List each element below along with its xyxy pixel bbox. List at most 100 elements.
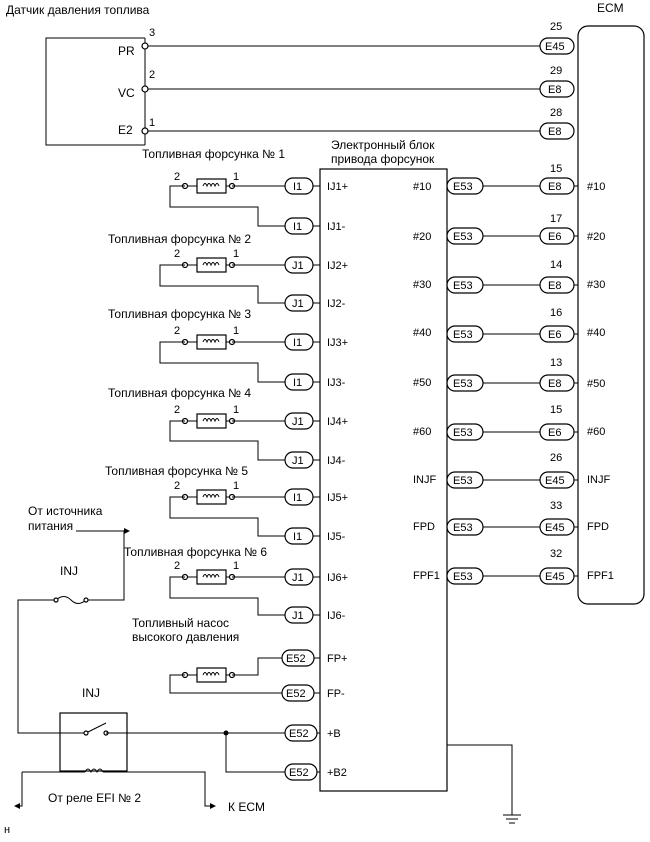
edu-ecm-signal-row: #60 E53 15 E6 #60: [413, 404, 605, 441]
injector-pin: 1: [233, 480, 239, 492]
edu-pin: INJF: [413, 474, 437, 486]
injector-title: Топливная форсунка № 1: [142, 147, 285, 161]
edu-pin: #20: [413, 231, 431, 243]
sensor-pin-number: 2: [149, 69, 155, 81]
ecm-pin-number: 17: [550, 213, 562, 225]
connector-label: E6: [548, 427, 561, 439]
connector-label: E53: [453, 181, 473, 193]
injector-pin: 1: [233, 171, 239, 183]
edu-pin: FP-: [327, 688, 345, 700]
edu-pin: IJ1+: [327, 181, 348, 193]
ecm-pin: FPD: [587, 521, 609, 533]
edu-pin: #60: [413, 426, 431, 438]
connector-label: E53: [453, 231, 473, 243]
pump-title: Топливный насос: [132, 616, 229, 630]
connector-tag: [539, 37, 575, 55]
ground-wire: [447, 744, 513, 815]
edu-pin: FP+: [327, 653, 347, 665]
corner-mark: н: [4, 824, 10, 836]
connector-tag: [539, 80, 575, 98]
injector-pin: 1: [233, 404, 239, 416]
connector-label: E45: [545, 475, 565, 487]
injector-pin: 2: [174, 171, 180, 183]
edu-title: привода форсунок: [331, 152, 435, 166]
ecm-pin-number: 25: [550, 21, 562, 33]
sensor-pin-number: 3: [149, 27, 155, 39]
edu-pin: FPD: [413, 521, 435, 533]
edu-pin: #40: [413, 327, 431, 339]
ecm-pin: #50: [587, 378, 605, 390]
connector-label: I1: [293, 377, 302, 389]
sensor-pin-label: VC: [118, 86, 135, 100]
arrow-icon: [210, 803, 216, 809]
connector-label: E53: [453, 427, 473, 439]
ecm-box: [577, 25, 645, 605]
injector-title: Топливная форсунка № 2: [108, 232, 251, 246]
connector-label: E53: [453, 475, 473, 487]
connector-label: E52: [286, 688, 306, 700]
edu-pin: #30: [413, 279, 431, 291]
connector-label: E45: [545, 41, 565, 53]
injector-pin: 1: [233, 560, 239, 572]
ecm-pin-number: 15: [550, 404, 562, 416]
ground-icon: [503, 814, 521, 824]
ecm-pin: #20: [587, 231, 605, 243]
connector-label: E53: [453, 571, 473, 583]
edu-box: [319, 168, 448, 792]
connector-label: E8: [548, 84, 561, 96]
sensor-title: Датчик давления топлива: [6, 3, 150, 17]
ecm-pin-number: 16: [550, 307, 562, 319]
ecm-pin-number: 13: [550, 357, 562, 369]
arrow-icon: [14, 803, 20, 809]
edu-pin: FPF1: [413, 570, 440, 582]
connector-label: J1: [292, 416, 304, 428]
connector-label: E53: [453, 522, 473, 534]
relay-coil-icon: [84, 768, 104, 774]
injector-pin: 2: [174, 560, 180, 572]
edu-pin: IJ4+: [327, 416, 348, 428]
ecm-pin-number: 32: [550, 548, 562, 560]
connector-label: I1: [293, 531, 302, 543]
connector-label: E6: [548, 329, 561, 341]
injector-title: Топливная форсунка № 5: [105, 464, 248, 478]
edu-ecm-signal-row: #10 E53 15 E8 #10: [413, 163, 605, 195]
connector-label: E52: [289, 767, 309, 779]
fuse-icon: [55, 596, 87, 604]
sensor-pin-number: 1: [149, 117, 155, 129]
edu-pin: +B: [327, 728, 341, 740]
connector-label: E8: [548, 280, 561, 292]
ecm-pin: FPF1: [587, 570, 614, 582]
connector-label: J1: [292, 260, 304, 272]
sensor-pin-label: E2: [118, 123, 133, 137]
edu-pin: IJ3+: [327, 337, 348, 349]
ecm-title: ECM: [597, 1, 624, 15]
edu-pin: IJ2-: [327, 298, 346, 310]
connector-label: E45: [545, 571, 565, 583]
relay-box: [59, 712, 128, 772]
injector-1: Топливная форсунка № 1 2 1 I1 I1 IJ1+ IJ…: [142, 147, 348, 235]
relay-label: INJ: [82, 686, 100, 700]
ecm-pin-number: 26: [550, 452, 562, 464]
power-supply: От источника питания INJ INJ От реле EFI…: [14, 504, 347, 814]
connector-label: I1: [293, 181, 302, 193]
edu-pin: #50: [413, 377, 431, 389]
ecm-pin-number: 15: [550, 163, 562, 175]
connector-label: I1: [293, 337, 302, 349]
edu-ecm-signal-row: #30 E53 14 E8 #30: [413, 259, 605, 294]
ecm-pin-number: 28: [550, 107, 562, 119]
edu-pin: IJ6+: [327, 572, 348, 584]
connector-label: E45: [545, 522, 565, 534]
connector-label: E8: [548, 378, 561, 390]
edu-ecm-signal-row: #40 E53 16 E6 #40: [413, 307, 605, 343]
injector-pin: 1: [233, 325, 239, 337]
ecm-pin-number: 33: [550, 500, 562, 512]
arrow-icon: [124, 528, 130, 534]
relay-switch-icon: [85, 722, 107, 734]
ecm-pin: #40: [587, 327, 605, 339]
injector-pin: 2: [174, 404, 180, 416]
injector-5: Топливная форсунка № 5 2 1 I1 I1 IJ5+ IJ…: [105, 464, 348, 545]
injector-6: Топливная форсунка № 6 2 1 J1 J1 IJ6+ IJ…: [124, 545, 348, 624]
injector-title: Топливная форсунка № 6: [124, 545, 267, 559]
ecm-pin: #10: [587, 181, 605, 193]
edu-pin: IJ6-: [327, 610, 346, 622]
